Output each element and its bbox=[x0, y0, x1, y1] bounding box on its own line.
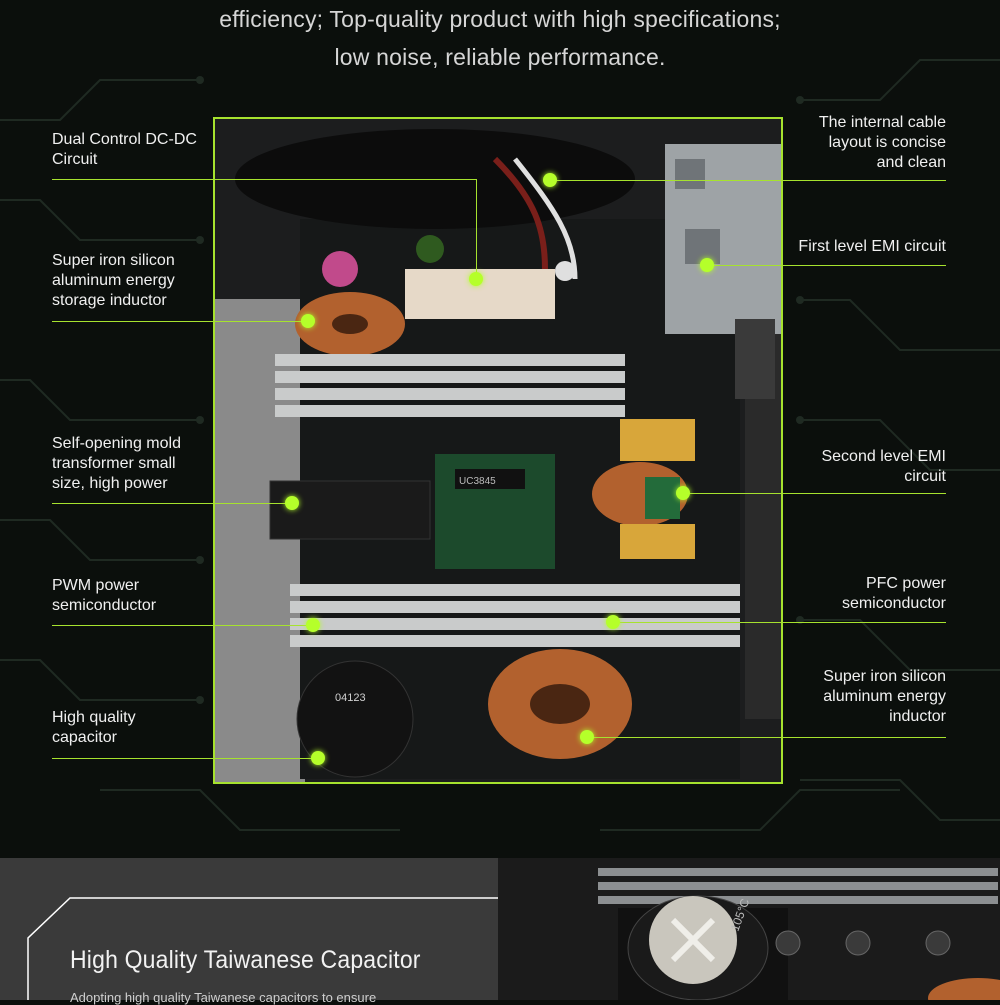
capacitor-illustration: 105°C bbox=[498, 858, 1000, 1000]
leader-inductor bbox=[587, 737, 946, 738]
callout-dual-control-text: Dual Control DC-DC Circuit bbox=[52, 131, 197, 168]
callout-storage-inductor-text: Super iron silicon aluminum energy stora… bbox=[52, 252, 175, 309]
callout-cable-layout: The internal cable layout is concise and… bbox=[819, 113, 946, 173]
callout-transformer: Self-opening mold transformer small size… bbox=[52, 434, 181, 494]
callout-capacitor-text: High quality capacitor bbox=[52, 709, 136, 746]
capacitor-section-body: Adopting high quality Taiwanese capacito… bbox=[70, 990, 377, 1005]
marker-emi-2[interactable] bbox=[676, 486, 690, 500]
marker-inductor[interactable] bbox=[580, 730, 594, 744]
intro-line-2: low noise, reliable performance. bbox=[334, 44, 666, 70]
chip-marking: UC3845 bbox=[459, 476, 496, 487]
leader-emi-2 bbox=[683, 493, 946, 494]
callout-inductor-text: Super iron silicon aluminum energy induc… bbox=[823, 668, 946, 725]
psu-internal-photo: UC3845 04123 bbox=[213, 117, 783, 784]
leader-pwm bbox=[52, 625, 313, 626]
marker-transformer[interactable] bbox=[285, 496, 299, 510]
callout-emi-1: First level EMI circuit bbox=[798, 237, 946, 257]
callout-capacitor: High quality capacitor bbox=[52, 708, 136, 748]
panel-frame bbox=[27, 897, 498, 1000]
callout-storage-inductor: Super iron silicon aluminum energy stora… bbox=[52, 251, 175, 311]
leader-transformer bbox=[52, 503, 292, 504]
marker-pfc[interactable] bbox=[606, 615, 620, 629]
bottom-text-panel: High Quality Taiwanese Capacitor Adoptin… bbox=[0, 858, 498, 1005]
callout-pwm: PWM power semiconductor bbox=[52, 576, 156, 616]
callout-pwm-text: PWM power semiconductor bbox=[52, 577, 157, 614]
leader-cable-layout bbox=[550, 180, 946, 181]
marker-storage-inductor[interactable] bbox=[301, 314, 315, 328]
callout-pfc: PFC power semiconductor bbox=[842, 574, 946, 614]
leader-dual-control bbox=[52, 179, 476, 180]
leader-pfc bbox=[613, 622, 946, 623]
callout-cable-layout-text: The internal cable layout is concise and… bbox=[818, 114, 946, 171]
marker-dual-control[interactable] bbox=[469, 272, 483, 286]
marker-cable-layout[interactable] bbox=[543, 173, 557, 187]
capacitor-code: 04123 bbox=[335, 692, 366, 704]
callout-emi-2-text: Second level EMI circuit bbox=[821, 448, 946, 485]
psu-illustration: UC3845 04123 bbox=[215, 119, 781, 782]
capacitor-photo: 105°C bbox=[498, 858, 1000, 1000]
callout-inductor: Super iron silicon aluminum energy induc… bbox=[823, 667, 946, 727]
leader-capacitor bbox=[52, 758, 318, 759]
callout-dual-control: Dual Control DC-DC Circuit bbox=[52, 130, 197, 170]
marker-pwm[interactable] bbox=[306, 618, 320, 632]
callout-pfc-text: PFC power semiconductor bbox=[841, 575, 946, 612]
capacitor-section-title: High Quality Taiwanese Capacitor bbox=[70, 946, 421, 974]
marker-capacitor[interactable] bbox=[311, 751, 325, 765]
leader-emi-1 bbox=[707, 265, 946, 266]
callout-emi-2: Second level EMI circuit bbox=[821, 447, 946, 487]
marker-emi-1[interactable] bbox=[700, 258, 714, 272]
bottom-section: High Quality Taiwanese Capacitor Adoptin… bbox=[0, 858, 1000, 1005]
callout-transformer-text: Self-opening mold transformer small size… bbox=[52, 435, 181, 492]
leader-dual-control-vertical bbox=[476, 179, 477, 279]
intro-line-1: efficiency; Top-quality product with hig… bbox=[219, 6, 781, 32]
leader-storage-inductor bbox=[52, 321, 308, 322]
circuit-background bbox=[0, 59, 1000, 831]
callout-emi-1-text: First level EMI circuit bbox=[798, 238, 946, 255]
